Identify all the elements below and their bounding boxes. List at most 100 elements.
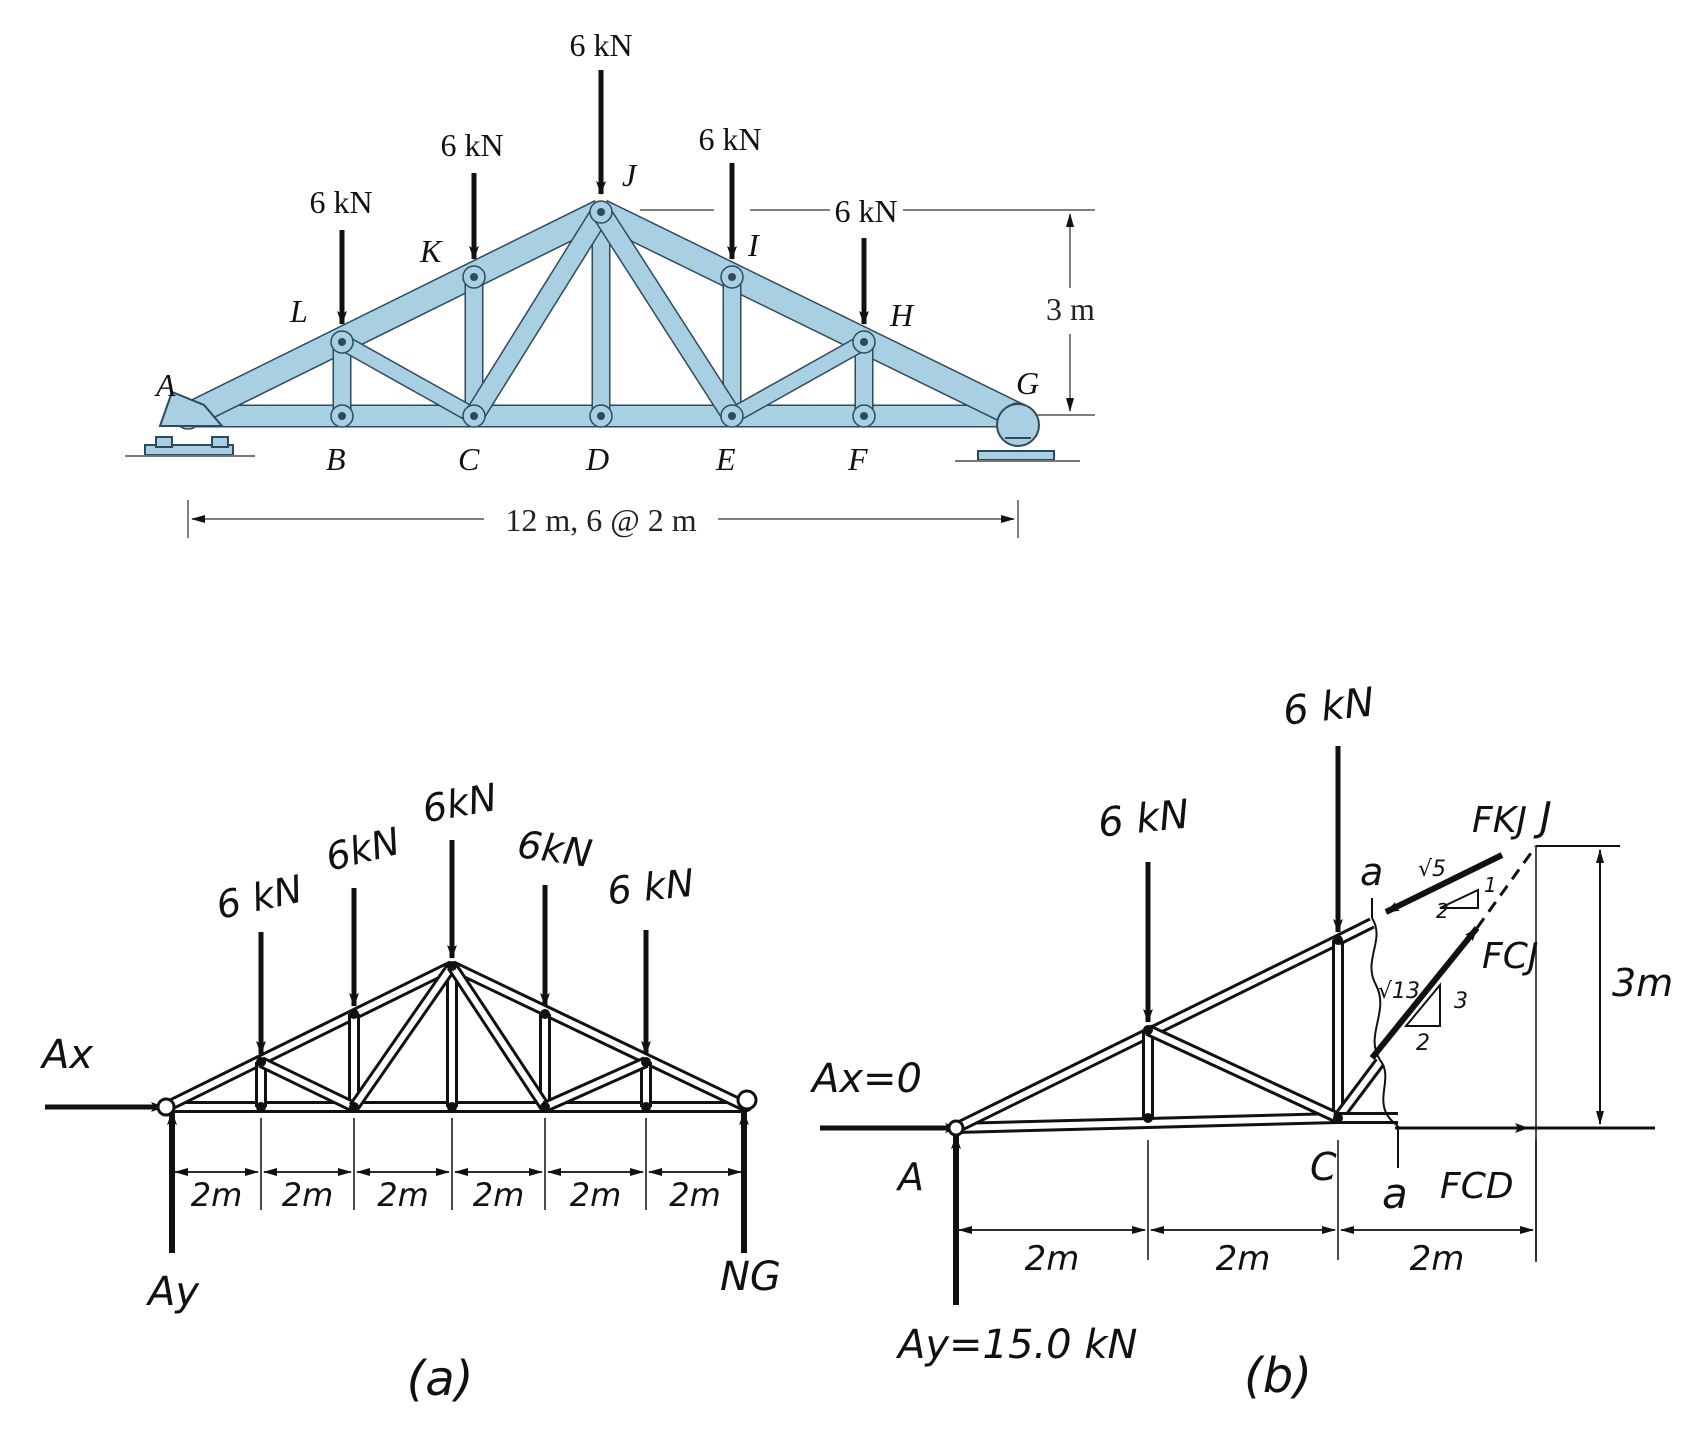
figure-b-fcj-extension — [1475, 845, 1538, 929]
figure-a-joint-l — [256, 1057, 266, 1067]
top-span-dimension: 12 m, 6 @ 2 m — [187, 500, 1019, 538]
top-joint-label-d: D — [585, 441, 609, 477]
figure-b-fkj-label: FKJ — [1472, 800, 1527, 841]
top-height-dimension: 3 m — [640, 209, 1095, 416]
figure-b-ay-label: Ay=15.0 kN — [895, 1322, 1137, 1368]
figure-b-joint-c-label: C — [1310, 1145, 1337, 1189]
figure-b-load-arrows: 6 kN6 kN — [1096, 679, 1377, 1023]
top-member-jg — [595, 199, 1024, 429]
figure-b-section-free-body: 6 kN6 kN 2m 2m 2m 3m Ax=0 Ay=15.0 kN A C J… — [809, 679, 1673, 1404]
figure-a-dim-label: 2m — [282, 1176, 334, 1214]
top-member-cj — [465, 206, 610, 422]
top-joint-label-g: G — [1016, 365, 1039, 401]
top-pin-f — [860, 412, 868, 420]
figure-a-load-label-h: 6 kN — [605, 861, 696, 914]
figure-a-pin-a — [156, 1097, 176, 1117]
top-member-lc — [337, 334, 479, 424]
top-member-aj — [182, 199, 607, 429]
top-pin-d — [597, 412, 605, 420]
top-load-label-l: 6 kN — [309, 184, 372, 220]
figure-b-fcj-arrow — [1369, 926, 1480, 1060]
top-span-label: 12 m, 6 @ 2 m — [505, 502, 696, 538]
figure-a-joint-j — [447, 961, 457, 971]
figure-b-dim-label: 2m — [1216, 1239, 1271, 1279]
figure-b-cut-stub-0 — [1335, 917, 1375, 946]
figure-a-ay-label: Ay — [145, 1269, 200, 1315]
top-joint-label-a: A — [154, 367, 176, 403]
figure-b-dim-label: 2m — [1410, 1239, 1465, 1279]
figure-a-member-jg — [449, 960, 750, 1113]
figure-b-load-label-k: 6 kN — [1281, 679, 1377, 734]
top-load-label-k: 6 kN — [440, 127, 503, 163]
top-pin-c — [470, 412, 478, 420]
figure-a-spacing-dimensions: 2m 2m 2m 2m 2m 2m — [171, 1118, 745, 1214]
figure-b-height-label: 3m — [1612, 961, 1673, 1005]
figure-b-member-lc — [1145, 1024, 1341, 1124]
top-load-label-j: 6 kN — [569, 27, 632, 63]
figure-b-joint-j-label: J — [1533, 794, 1552, 840]
figure-b-section-cut-upper — [1370, 917, 1382, 1061]
figure-a-load-label-j: 6kN — [419, 775, 500, 831]
figure-a-member-je — [446, 962, 551, 1111]
figure-b-kj-hyp-label: √5 — [1418, 857, 1446, 882]
top-load-label-i: 6 kN — [698, 121, 761, 157]
top-member-eh — [727, 334, 869, 424]
figure-a-dim-label: 2m — [191, 1176, 243, 1214]
figure-a-joint-i — [540, 1009, 550, 1019]
top-member-je — [592, 206, 741, 422]
figure-a-member-eh — [542, 1056, 649, 1113]
top-joint-label-f: F — [847, 441, 868, 477]
figure-b-caption: (b) — [1244, 1348, 1312, 1404]
figure-b-fcd-label: FCD — [1440, 1166, 1514, 1207]
figure-a-caption: (a) — [407, 1351, 474, 1407]
figure-b-kj-rise-label: 1 — [1484, 873, 1497, 897]
figure-a-dim-label: 2m — [570, 1176, 622, 1214]
top-pin-b — [338, 412, 346, 420]
top-joint-label-l: L — [289, 293, 308, 329]
figure-a-roller-g — [736, 1089, 758, 1111]
figure-b-cut-stub-1 — [1333, 1058, 1385, 1122]
figure-b-joint-l — [1143, 1025, 1153, 1035]
figure-a-member-aj — [163, 960, 455, 1113]
figure-b-joint-b — [1143, 1113, 1153, 1123]
figure-b-cj-rise-label: 3 — [1454, 989, 1468, 1014]
top-pin-l — [338, 338, 346, 346]
figure-a-dim-label: 2m — [669, 1176, 721, 1214]
figure-a-members — [161, 960, 752, 1113]
figure-a-member-lc — [258, 1056, 357, 1113]
figure-b-section-top-label: a — [1360, 850, 1383, 894]
figure-a-joint-h — [641, 1057, 651, 1067]
top-joint-label-i: I — [747, 227, 760, 263]
top-pin-i — [728, 273, 736, 281]
figure-b-fcj-label: FCJ — [1482, 936, 1538, 977]
figure-a-dim-label: 2m — [473, 1176, 525, 1214]
figure-a-load-label-l: 6 kN — [212, 867, 306, 928]
figure-b-joint-a-label: A — [895, 1155, 924, 1199]
figure-b-cj-hyp-label: √13 — [1378, 979, 1420, 1004]
top-joint-label-e: E — [715, 441, 736, 477]
figure-b-joint-k — [1333, 935, 1343, 945]
figure-a-dim-label: 2m — [377, 1176, 429, 1214]
top-pin-j — [597, 208, 605, 216]
top-joint-label-h: H — [889, 297, 915, 333]
top-load-arrows: 6 kN6 kN6 kN6 kN6 kN — [309, 27, 898, 325]
figure-b-members — [951, 917, 1398, 1134]
figure-a-joint-k — [349, 1009, 359, 1019]
top-truss-members — [182, 199, 1024, 429]
figure-b-dim-label: 2m — [1025, 1239, 1080, 1279]
top-pin-h — [860, 338, 868, 346]
figure-b-cj-run-label: 2 — [1416, 1031, 1430, 1056]
figure-a-joint-f — [641, 1102, 651, 1112]
figure-b-pin-a — [947, 1119, 965, 1137]
figure-a-ax-label: Ax — [39, 1032, 93, 1078]
figure-a-load-label-k: 6kN — [321, 819, 404, 880]
roller-support-g — [955, 403, 1080, 462]
top-height-label: 3 m — [1046, 291, 1095, 327]
figure-b-ax-label: Ax=0 — [809, 1056, 922, 1102]
figure-b-kj-slope-triangle — [1439, 888, 1479, 909]
figure-b-fkj-arrow — [1384, 852, 1504, 915]
